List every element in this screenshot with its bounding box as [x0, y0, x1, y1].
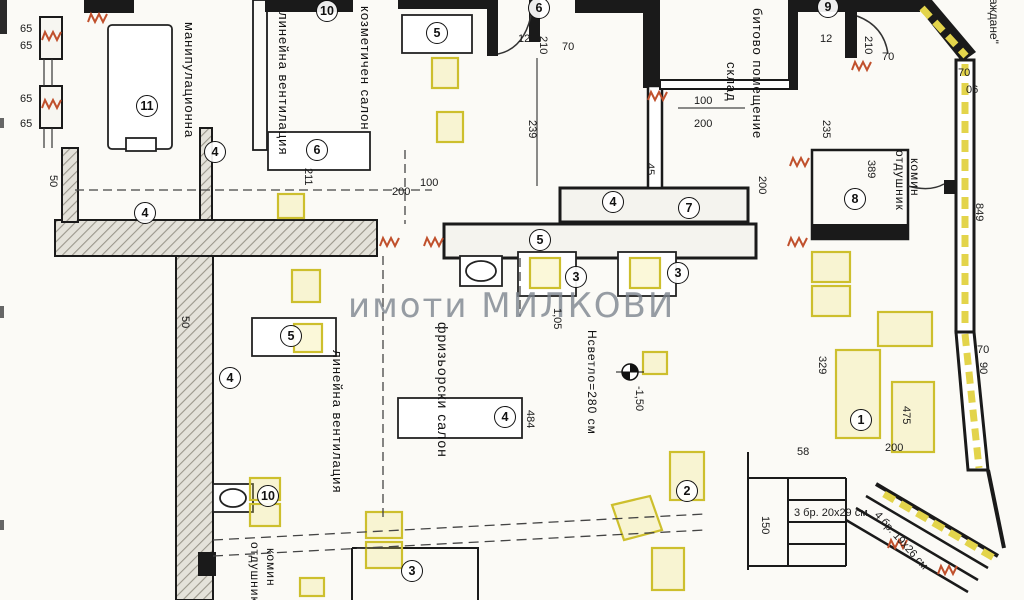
- dimension-label: 50: [820, 226, 832, 239]
- fixture-marker: 8: [844, 188, 866, 210]
- dimension-label: 475: [900, 406, 912, 425]
- room-label: Нсветло=280 см: [585, 330, 599, 435]
- dimension-label: 06: [966, 84, 979, 96]
- dimension-label: 70: [958, 67, 971, 79]
- fixture-marker: 5: [280, 325, 302, 347]
- level-marker: [616, 363, 644, 381]
- fixture-marker: 3: [667, 262, 689, 284]
- note-label: 3 бр. 20x29 см: [794, 507, 868, 519]
- fixture-marker: 5: [426, 22, 448, 44]
- dimension-label: 90: [977, 362, 989, 375]
- room-label: отдушник: [893, 150, 907, 211]
- fixture-marker: 10: [257, 485, 279, 507]
- dimension-label: 849: [973, 203, 985, 222]
- dimension-label: 210: [862, 36, 874, 55]
- dimension-label: 45: [644, 163, 656, 176]
- room-label: фризьорски салон: [435, 322, 451, 458]
- dimension-label: 200: [392, 186, 411, 198]
- fixture-marker: 9: [817, 0, 839, 18]
- room-label: линейна вентилация: [330, 350, 345, 494]
- fixture-marker: 5: [529, 229, 551, 251]
- dimension-label: 65: [20, 93, 33, 105]
- dimension-label: 200: [694, 118, 713, 130]
- diagonal-stairs: [845, 469, 1006, 594]
- fixture-marker: 4: [602, 191, 624, 213]
- agency-watermark: имоти МИЛКОВИ: [348, 286, 676, 326]
- dimension-label: 70: [882, 51, 895, 63]
- street-name-label: "Възраждане": [987, 0, 1001, 44]
- dimension-label: 1,05: [551, 308, 563, 330]
- dimension-label: 210: [537, 36, 549, 55]
- insulation-dashes: [882, 5, 996, 562]
- fixture-marker: 6: [306, 139, 328, 161]
- dimension-label: 65: [20, 40, 33, 52]
- fixture-marker: 10: [316, 0, 338, 22]
- dimension-label: 100: [694, 95, 713, 107]
- dimension-label: 100: [420, 177, 439, 189]
- dimension-label: 389: [865, 160, 877, 179]
- thin-wall-lines: [351, 58, 847, 600]
- dimension-label: 50: [47, 175, 59, 188]
- dimension-label: 235: [820, 120, 832, 139]
- room-label: склад: [724, 62, 739, 102]
- dimension-label: 58: [797, 446, 810, 458]
- room-label: линейна вентилация: [276, 12, 291, 156]
- dimension-label: 484: [524, 410, 536, 429]
- room-label: комин: [264, 548, 278, 587]
- dimension-label: 329: [816, 356, 828, 375]
- dimension-label: 200: [885, 442, 904, 454]
- room-label: манипулационна: [182, 22, 197, 139]
- room-label: комин: [908, 158, 922, 197]
- fixture-marker: 1: [850, 409, 872, 431]
- fixture-marker: 4: [204, 141, 226, 163]
- fixture-marker: 4: [494, 406, 516, 428]
- fixture-marker: 2: [676, 480, 698, 502]
- fixture-marker: 4: [134, 202, 156, 224]
- fixture-marker: 7: [678, 197, 700, 219]
- outlined-walls: [39, 0, 990, 472]
- dimension-label: 150: [759, 516, 771, 535]
- dimension-label: 65: [20, 23, 33, 35]
- window-lines: [43, 59, 53, 148]
- fixture-marker: 11: [136, 95, 158, 117]
- fixture-marker: 6: [528, 0, 550, 19]
- dimension-label: 70: [977, 344, 990, 356]
- note-label: 4 бр. 19x26 см: [871, 509, 931, 573]
- fixture-marker: 3: [401, 560, 423, 582]
- dimension-label: 50: [179, 316, 191, 329]
- dimension-label: 211: [302, 168, 314, 186]
- dimension-label: 200: [756, 176, 768, 195]
- room-label: козметичен салон: [358, 6, 373, 131]
- fixture-marker: 4: [219, 367, 241, 389]
- dimension-label: 70: [562, 41, 575, 53]
- dimension-label: -1,50: [633, 386, 645, 412]
- scan-artifact-marks: [0, 0, 7, 530]
- room-label: битово помещение: [750, 8, 765, 140]
- dimension-label: 12: [820, 33, 833, 45]
- dimension-label: 65: [20, 118, 33, 130]
- dimension-label: 239: [526, 120, 538, 139]
- room-label: отдушник: [248, 542, 262, 600]
- construction-dashes: [75, 150, 706, 557]
- dimension-label: 12: [518, 33, 531, 45]
- fixture-marker: 3: [565, 266, 587, 288]
